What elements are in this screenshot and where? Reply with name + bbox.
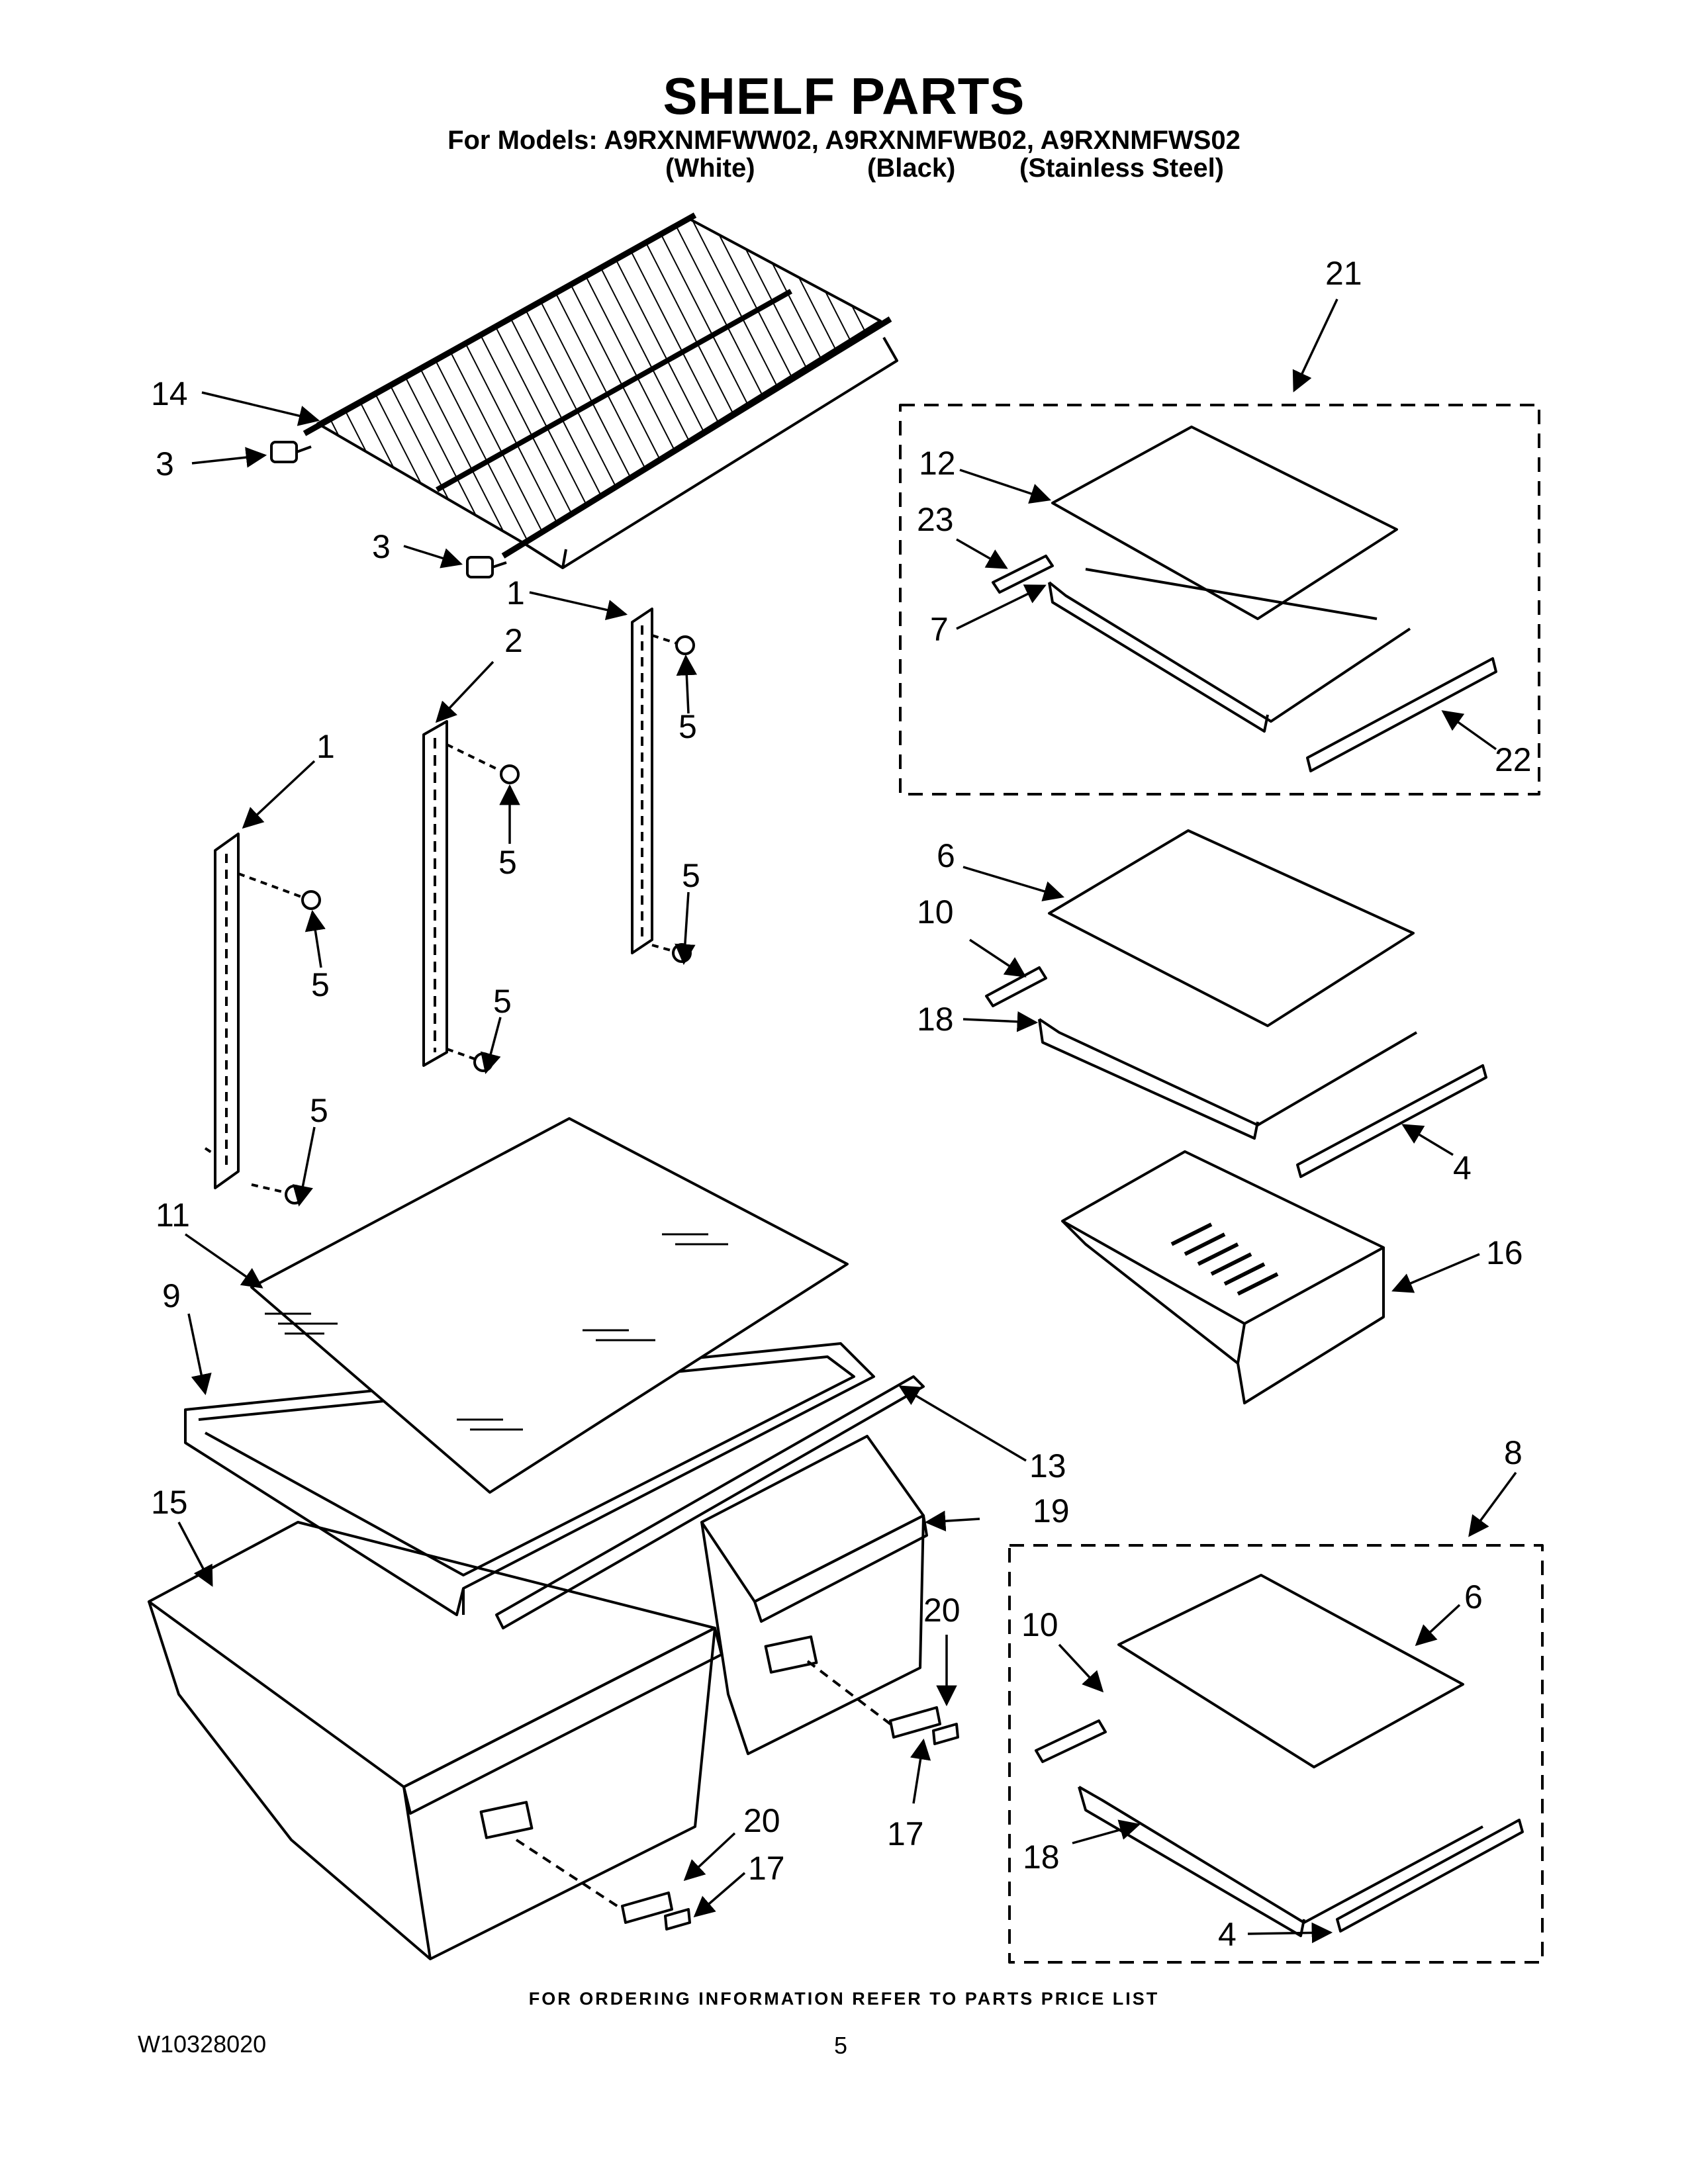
callout-9: 9 (162, 1277, 181, 1314)
callout-2: 2 (504, 622, 523, 659)
wire-shelf (303, 212, 898, 569)
shelf-trim-10 (985, 966, 1047, 1007)
kit21-glass (1051, 426, 1398, 620)
callout-17-right: 17 (887, 1815, 924, 1852)
page-number: 5 (834, 2032, 848, 2059)
kit21-trim-23 (992, 555, 1054, 594)
kit-box-8 (1008, 1544, 1544, 1964)
callout-20-right: 20 (923, 1592, 961, 1629)
kit8-trim-10 (1035, 1719, 1107, 1763)
callout-21: 21 (1325, 255, 1362, 292)
callout-10: 10 (917, 893, 954, 931)
callout-3-right: 3 (372, 528, 391, 565)
variant-stainless: (Stainless Steel) (1019, 154, 1225, 183)
callout-1-left: 1 (316, 728, 335, 765)
callout-4-kit8: 4 (1218, 1916, 1237, 1953)
callout-labels: 14 3 3 1 2 1 5 5 5 5 5 5 11 9 15 13 19 2… (151, 255, 1532, 1953)
callout-5-a: 5 (679, 708, 697, 745)
shelf-frame-18 (1038, 1018, 1418, 1140)
callout-11: 11 (156, 1197, 190, 1234)
kit21-frame (1048, 568, 1411, 733)
callout-18-kit8: 18 (1023, 1839, 1060, 1876)
shelf-glass-6 (1048, 829, 1415, 1027)
kit8-frame (1078, 1786, 1483, 1937)
shelf-rail-right (631, 608, 653, 954)
callout-5-f: 5 (310, 1092, 328, 1129)
shelf-rail-center (422, 720, 448, 1067)
screws (238, 634, 695, 1205)
callout-17-left: 17 (748, 1850, 785, 1887)
crisper-drawer-right (700, 1435, 928, 1755)
callout-6: 6 (937, 837, 955, 874)
leader-lines (177, 298, 1517, 1944)
callout-5-d: 5 (311, 966, 330, 1003)
callout-18: 18 (917, 1001, 954, 1038)
document-number: W10328020 (138, 2030, 267, 2058)
callout-19: 19 (1033, 1492, 1070, 1529)
callout-10-kit8: 10 (1021, 1606, 1058, 1643)
callout-14: 14 (151, 375, 188, 412)
crisper-cover-trim (495, 1375, 925, 1629)
callout-23: 23 (917, 501, 954, 538)
page-title: SHELF PARTS (663, 67, 1025, 125)
shelf-rail-left (204, 833, 240, 1189)
callout-15: 15 (151, 1484, 188, 1521)
crisper-cover-glass (250, 1117, 849, 1494)
kit21-trim-22 (1306, 657, 1497, 772)
shelf-support-left (270, 441, 312, 463)
variant-white: (White) (665, 154, 755, 183)
callout-7: 7 (930, 611, 949, 648)
callout-4: 4 (1453, 1150, 1472, 1187)
variant-black: (Black) (867, 154, 956, 183)
callout-20-left: 20 (743, 1802, 780, 1839)
callout-1-right: 1 (506, 574, 525, 612)
crisper-drawer-left (148, 1521, 723, 1960)
callout-5-e: 5 (493, 983, 512, 1020)
model-list: For Models: A9RXNMFWW02, A9RXNMFWB02, A9… (447, 126, 1241, 155)
kit8-glass (1117, 1574, 1464, 1768)
kit8-trim-4 (1336, 1819, 1524, 1933)
callout-6-kit8: 6 (1464, 1578, 1483, 1615)
callout-22: 22 (1495, 741, 1532, 778)
callout-3-left: 3 (156, 445, 174, 482)
meat-drawer (1061, 1150, 1385, 1404)
callout-5-b: 5 (498, 844, 517, 881)
kit-box-21 (899, 404, 1540, 796)
ordering-note: FOR ORDERING INFORMATION REFER TO PARTS … (528, 1989, 1160, 2009)
callout-13: 13 (1029, 1447, 1066, 1484)
callout-16: 16 (1486, 1234, 1523, 1271)
callout-5-c: 5 (682, 857, 700, 894)
callout-12: 12 (919, 445, 956, 482)
callout-8: 8 (1504, 1434, 1523, 1471)
shelf-trim-4 (1296, 1064, 1487, 1178)
shelf-support-right (466, 556, 507, 578)
drawer-clips (515, 1660, 959, 1931)
